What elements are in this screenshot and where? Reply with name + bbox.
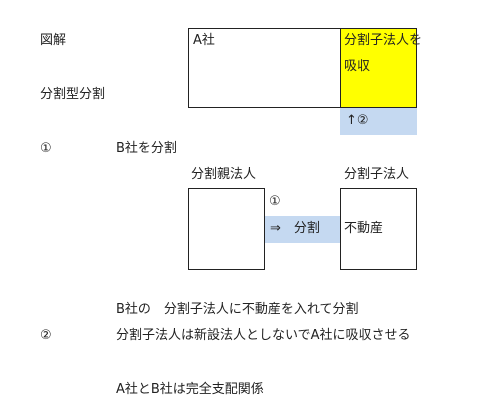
merge-line2: 吸収 [344, 59, 371, 74]
split-arrow-label: ⇒ 分割 [270, 221, 320, 236]
step2-text: 分割子法人は新設法人としないでA社に吸収させる [116, 328, 411, 343]
child-box [340, 188, 417, 270]
step1-number: ① [40, 141, 52, 156]
note2: A社とB社は完全支配関係 [116, 382, 264, 397]
type-label: 分割型分割 [40, 87, 106, 102]
arrow-up-bar [340, 108, 417, 135]
parent-box [188, 188, 265, 270]
arrow-number: ① [269, 194, 281, 209]
arrow-up-label: ↑② [346, 113, 369, 128]
company-a-label: A社 [193, 33, 215, 48]
child-label: 分割子法人 [344, 167, 410, 182]
asset-label: 不動産 [344, 221, 384, 236]
step1-text: B社を分割 [116, 141, 177, 156]
merge-line1: 分割子法人を [344, 33, 423, 48]
parent-label: 分割親法人 [191, 167, 257, 182]
step2-number: ② [40, 328, 52, 343]
note1: B社の 分割子法人に不動産を入れて分割 [116, 302, 359, 317]
heading: 図解 [40, 33, 67, 48]
company-a-outline [188, 28, 417, 108]
split-arrow-bar [265, 216, 340, 243]
